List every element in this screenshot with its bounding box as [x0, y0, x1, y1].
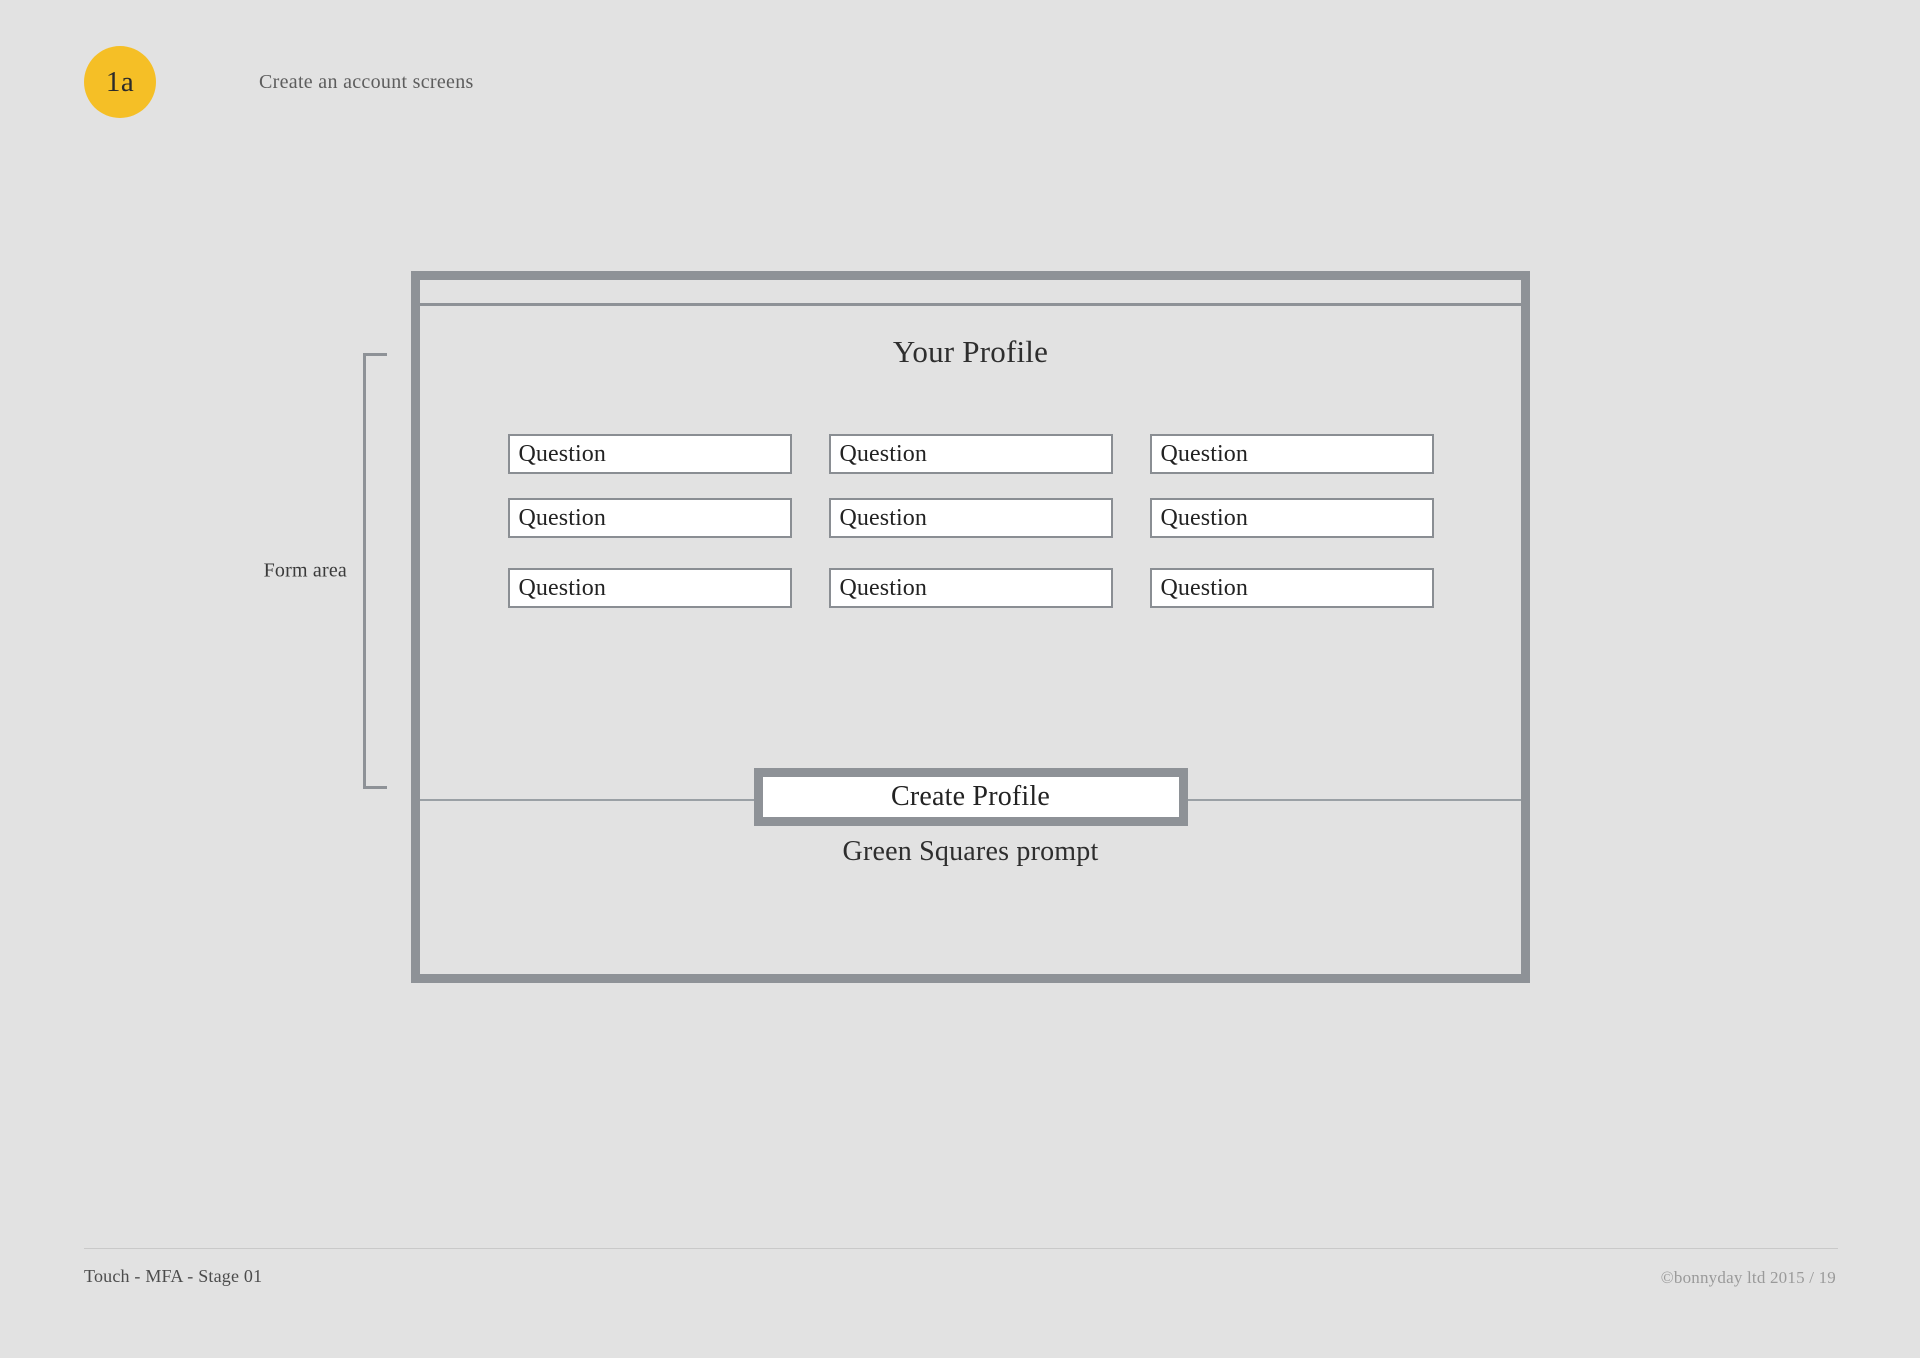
wireframe-screen: Your Profile Question Question Question …	[411, 271, 1530, 983]
question-field[interactable]: Question	[507, 568, 792, 608]
question-field[interactable]: Question	[1149, 498, 1434, 538]
question-field[interactable]: Question	[828, 568, 1113, 608]
wireframe-content: Your Profile Question Question Question …	[420, 306, 1521, 974]
form-area-annotation: Form area	[264, 353, 387, 789]
profile-form: Question Question Question Question Ques…	[420, 434, 1521, 608]
question-field[interactable]: Question	[507, 434, 792, 474]
slide-title: Create an account screens	[259, 70, 474, 93]
footer-project-label: Touch - MFA - Stage 01	[84, 1266, 263, 1286]
footer-copyright: ©bonnyday ltd 2015 / 19	[1660, 1268, 1836, 1287]
slide-number-badge-label: 1a	[105, 65, 135, 98]
question-field[interactable]: Question	[1149, 568, 1434, 608]
form-row: Question Question Question	[420, 434, 1521, 474]
slide-header: 1a Create an account screens	[84, 46, 474, 118]
form-row: Question Question Question	[420, 568, 1521, 608]
question-field[interactable]: Question	[507, 498, 792, 538]
cta-container: Create Profile	[420, 768, 1521, 826]
slide-number-badge: 1a	[84, 46, 156, 118]
create-profile-button[interactable]: Create Profile	[753, 768, 1188, 826]
wireframe-titlebar	[420, 280, 1521, 306]
screen-heading: Your Profile	[892, 334, 1049, 369]
footer-divider	[84, 1248, 1838, 1249]
question-field[interactable]: Question	[1149, 434, 1434, 474]
bracket-icon	[363, 353, 387, 789]
form-area-label: Form area	[263, 559, 347, 582]
form-row: Question Question Question	[420, 498, 1521, 538]
question-field[interactable]: Question	[828, 498, 1113, 538]
question-field[interactable]: Question	[828, 434, 1113, 474]
green-squares-prompt-label: Green Squares prompt	[842, 836, 1099, 867]
